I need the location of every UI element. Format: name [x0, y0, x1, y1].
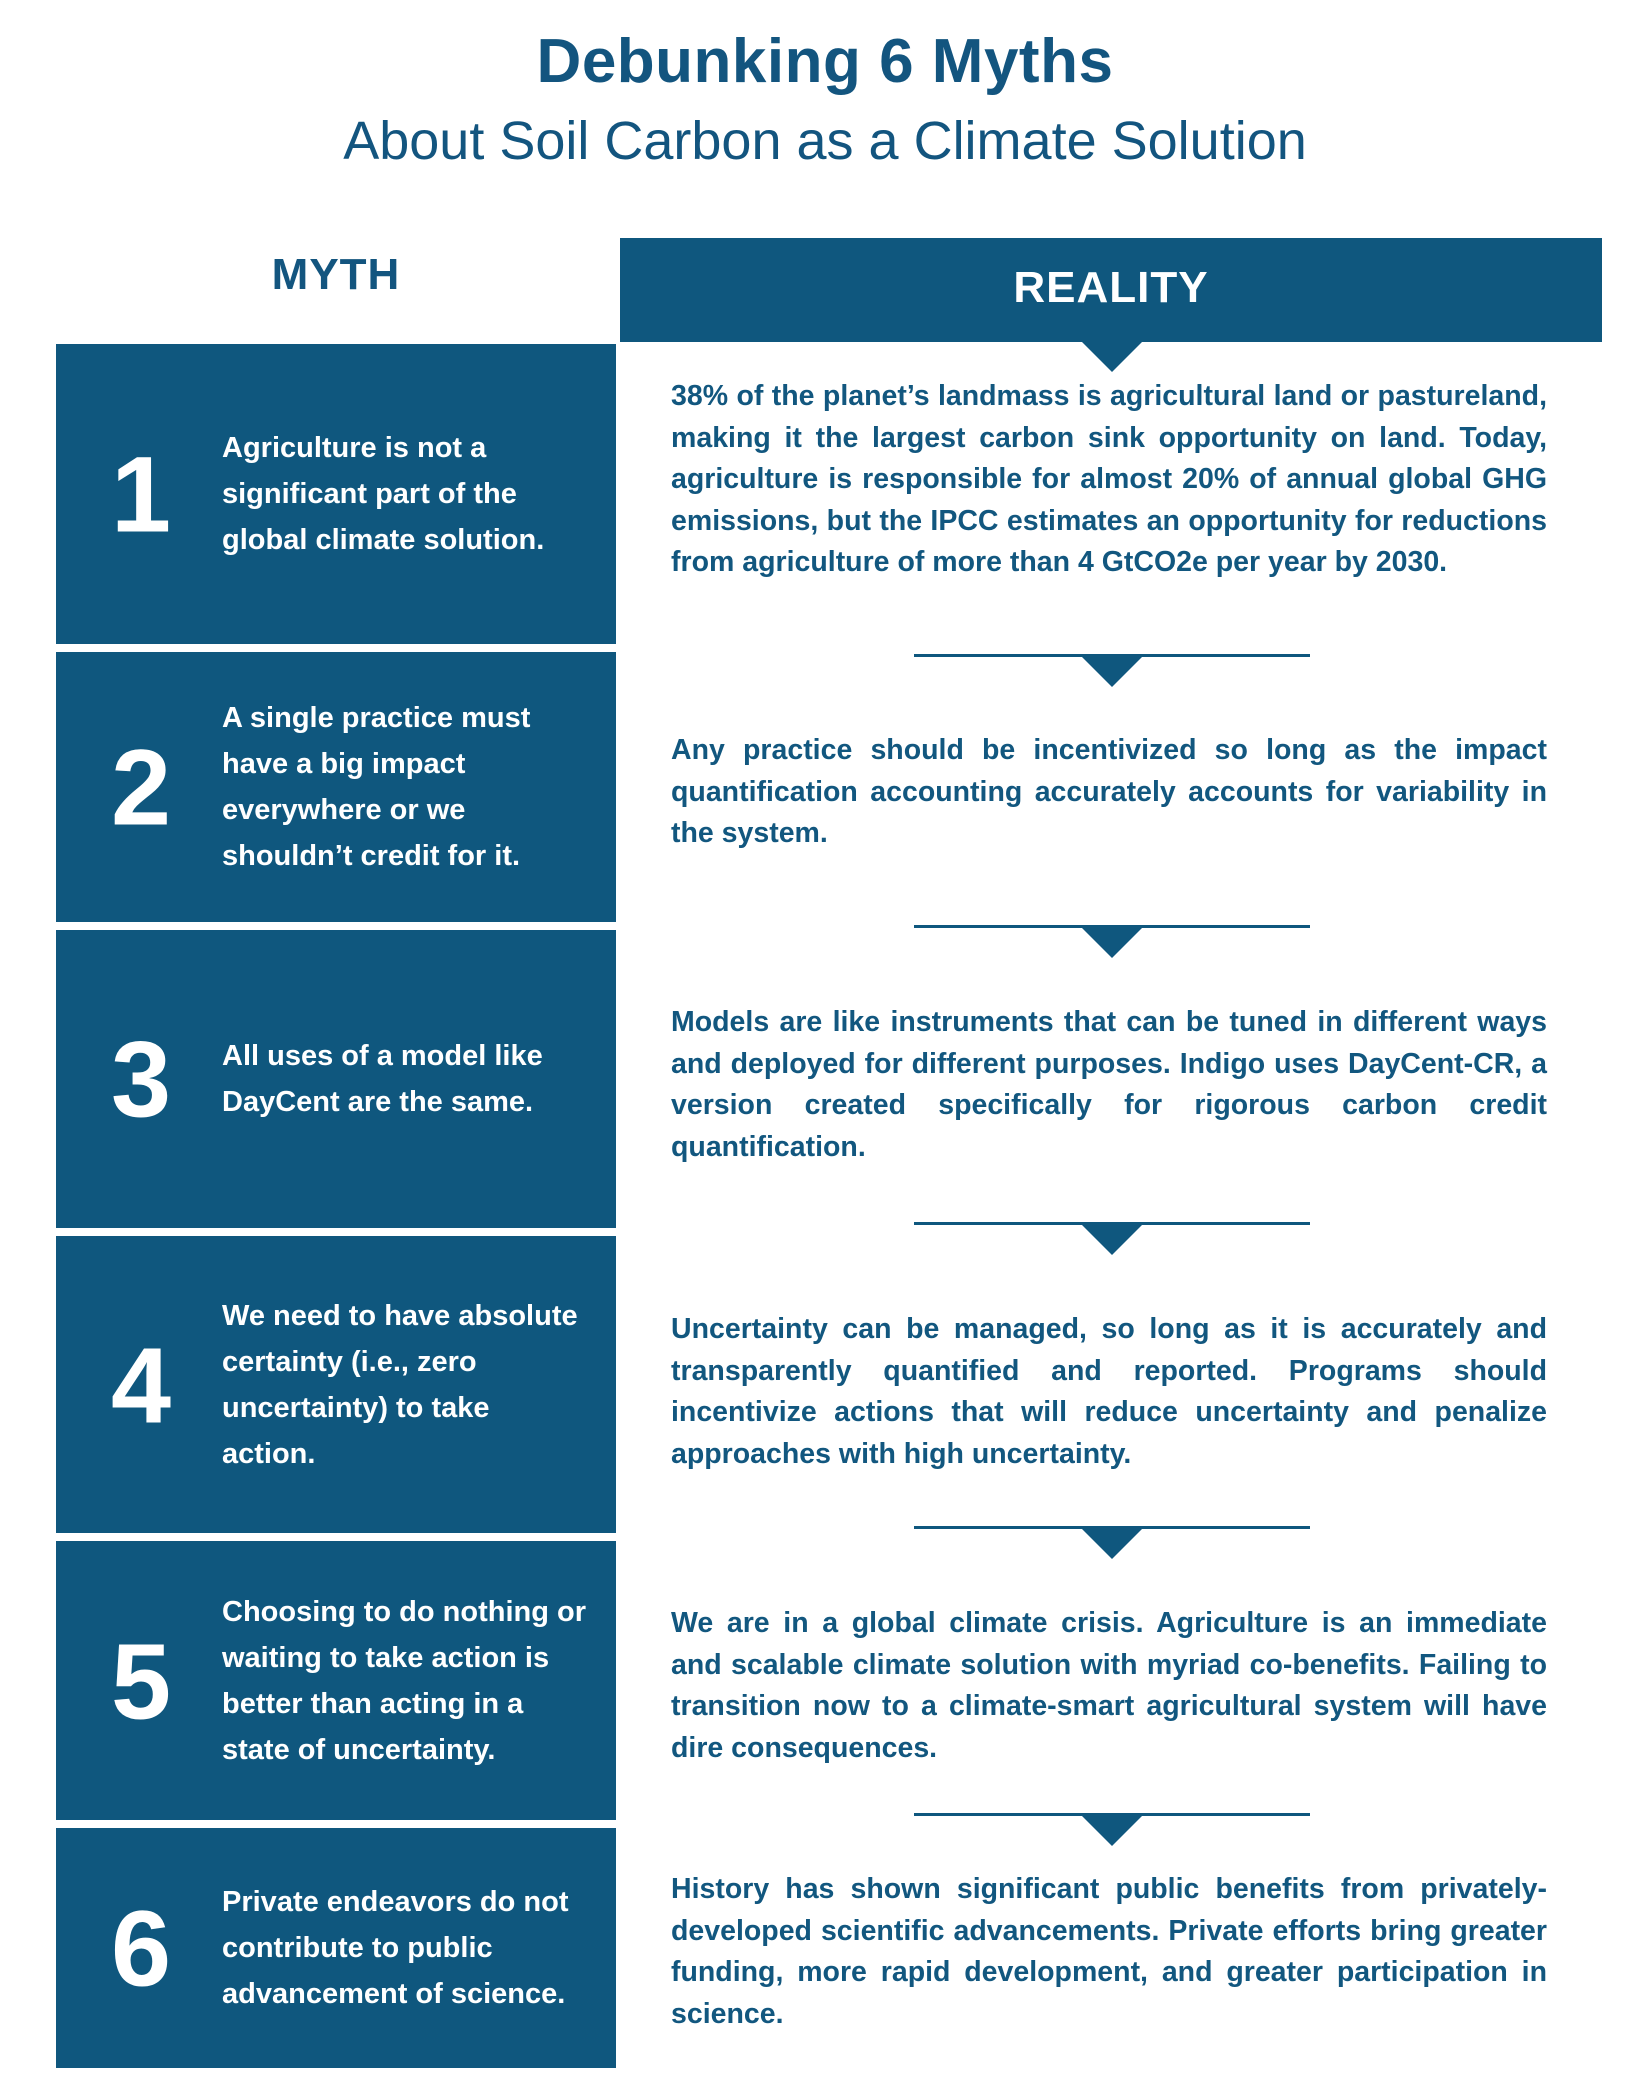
reality-text-1: 38% of the planet’s landmass is agricult…: [671, 380, 1547, 578]
reality-text-6: History has shown significant public ben…: [671, 1873, 1547, 2030]
reality-text-2: Any practice should be incentivized so l…: [671, 734, 1547, 849]
page-subtitle: About Soil Carbon as a Climate Solution: [343, 111, 1307, 171]
divider-line: [914, 1813, 1310, 1816]
myth-box-4: 4 We need to have absolute certainty (i.…: [56, 1236, 616, 1533]
divider-arrow-icon: [1082, 657, 1142, 687]
myth-number: 5: [110, 1620, 172, 1741]
myth-box-5: 5 Choosing to do nothing or waiting to t…: [56, 1541, 616, 1820]
divider-arrow-icon: [1082, 1529, 1142, 1559]
divider-arrow-icon: [1082, 1816, 1142, 1846]
myth-number: 6: [110, 1887, 172, 2009]
myth-text: All uses of a model like DayCent are the…: [222, 1040, 543, 1118]
reality-header-pointer-arrow: [1082, 342, 1142, 372]
divider-line: [914, 654, 1310, 657]
divider-line: [914, 925, 1310, 928]
myth-text: We need to have absolute certainty (i.e.…: [222, 1299, 578, 1470]
reality-text-3: Models are like instruments that can be …: [671, 1006, 1547, 1163]
myth-text: Private endeavors do not contribute to p…: [222, 1886, 569, 2010]
myth-number: 2: [110, 726, 172, 848]
myth-box-3: 3 All uses of a model like DayCent are t…: [56, 930, 616, 1228]
divider-line: [914, 1222, 1310, 1225]
myth-box-2: 2 A single practice must have a big impa…: [56, 652, 616, 922]
myth-box-6: 6 Private endeavors do not contribute to…: [56, 1828, 616, 2068]
myth-text: Agriculture is not a significant part of…: [222, 432, 545, 556]
reality-text-5: We are in a global climate crisis. Agric…: [671, 1607, 1547, 1764]
myth-text: A single practice must have a big impact…: [222, 702, 531, 872]
divider-arrow-icon: [1082, 928, 1142, 958]
divider-line: [914, 1526, 1310, 1529]
reality-text-4: Uncertainty can be managed, so long as i…: [671, 1313, 1547, 1470]
myth-number: 4: [110, 1324, 172, 1445]
myth-text: Choosing to do nothing or waiting to tak…: [222, 1595, 587, 1766]
divider-arrow-icon: [1082, 1225, 1142, 1255]
myth-column-header: MYTH: [271, 250, 401, 299]
myth-number: 3: [110, 1018, 172, 1140]
reality-column-header: REALITY: [620, 238, 1602, 342]
page-title: Debunking 6 Myths: [536, 27, 1114, 96]
myth-box-1: 1 Agriculture is not a significant part …: [56, 344, 616, 644]
myth-number: 1: [110, 433, 172, 555]
